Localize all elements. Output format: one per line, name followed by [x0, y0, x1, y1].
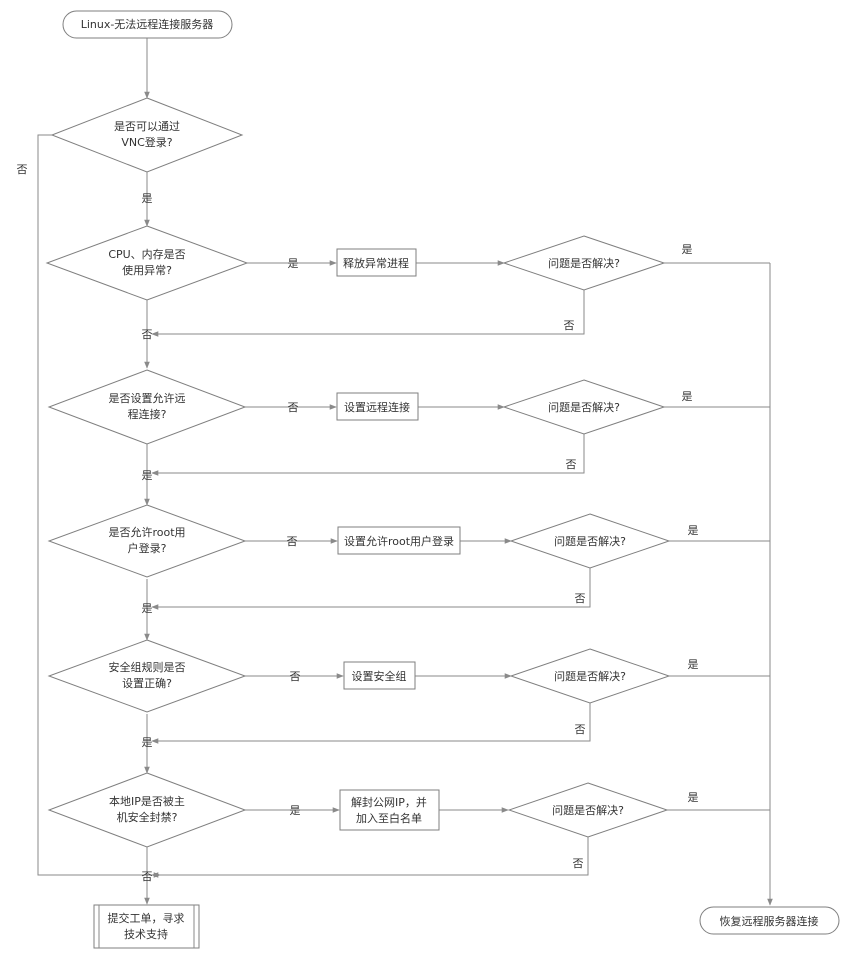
resolved-1-label: 问题是否解决? [548, 256, 620, 270]
action-set-security-group: 设置安全组 [343, 661, 416, 690]
decision-resolved-5: 问题是否解决? [507, 782, 669, 838]
decision-remote-line1: 是否设置允许远 [109, 391, 186, 405]
label-cpu-yes: 是 [288, 257, 299, 270]
decision-vnc: 是否可以通过 VNC登录? [50, 97, 244, 173]
label-ip-yes: 是 [290, 804, 301, 817]
end-label: 恢复远程服务器连接 [720, 914, 819, 928]
label-merge3-yes: 是 [142, 602, 153, 615]
action-set-remote: 设置远程连接 [336, 392, 419, 421]
label-check2-no: 否 [566, 458, 577, 471]
label-check2-yes: 是 [682, 390, 693, 403]
ticket-line1: 提交工单，寻求 [108, 911, 185, 925]
label-remote-no: 否 [288, 401, 299, 414]
action-release-label: 释放异常进程 [343, 256, 409, 270]
action-sg-label: 设置安全组 [352, 669, 407, 683]
action-root-label: 设置允许root用户登录 [344, 534, 454, 548]
resolved-2-label: 问题是否解决? [548, 400, 620, 414]
decision-resolved-2: 问题是否解决? [502, 379, 666, 435]
label-check3-yes: 是 [688, 524, 699, 537]
edge-vnc-no [37, 134, 161, 878]
decision-ip-line2: 机安全封禁? [117, 810, 178, 824]
label-merge1-no: 否 [142, 328, 153, 341]
decision-sg-line1: 安全组规则是否 [109, 660, 186, 674]
decision-resolved-4: 问题是否解决? [509, 648, 671, 704]
label-check1-yes: 是 [682, 243, 693, 256]
label-check5-no: 否 [573, 857, 584, 870]
decision-cpu: CPU、内存是否 使用异常? [45, 225, 249, 301]
action-remote-label: 设置远程连接 [344, 401, 410, 414]
decision-resolved-1: 问题是否解决? [502, 235, 666, 291]
label-merge5-no: 否 [142, 870, 153, 883]
action-ip-line1: 解封公网IP，并 [351, 795, 427, 809]
decision-root: 是否允许root用 户登录? [47, 504, 247, 578]
label-vnc-yes: 是 [142, 192, 153, 205]
resolved-3-label: 问题是否解决? [554, 534, 626, 548]
edge-check2-no [151, 434, 585, 476]
action-release-process: 释放异常进程 [336, 248, 417, 277]
label-check1-no: 否 [564, 319, 575, 332]
edge-check3-no [151, 568, 591, 610]
resolved-5-label: 问题是否解决? [552, 803, 624, 817]
ticket-node: 提交工单，寻求 技术支持 [93, 904, 200, 949]
label-check3-no: 否 [575, 592, 586, 605]
edge-check4-no [151, 703, 591, 744]
end-node: 恢复远程服务器连接 [699, 906, 840, 935]
label-check5-yes: 是 [688, 791, 699, 804]
decision-cpu-line2: 使用异常? [122, 264, 172, 277]
edge-check5-no [151, 837, 589, 878]
decision-sg-line2: 设置正确? [122, 677, 172, 690]
decision-remote: 是否设置允许远 程连接? [47, 369, 247, 445]
resolved-4-label: 问题是否解决? [554, 669, 626, 683]
decision-vnc-line2: VNC登录? [121, 135, 172, 149]
decision-remote-line2: 程连接? [128, 408, 167, 421]
label-sg-no: 否 [290, 670, 301, 683]
start-label: Linux-无法远程连接服务器 [81, 17, 214, 31]
decision-local-ip: 本地IP是否被主 机安全封禁? [47, 772, 247, 848]
decision-ip-line1: 本地IP是否被主 [109, 794, 185, 808]
label-merge4-yes: 是 [142, 736, 153, 749]
action-ip-line2: 加入至白名单 [356, 811, 422, 825]
start-node: Linux-无法远程连接服务器 [62, 10, 233, 39]
label-root-no: 否 [287, 535, 298, 548]
edge-labels: 否 是 是 是 否 否 否 是 否 是 否 是 否 是 否 是 否 是 是 是 … [17, 163, 699, 883]
action-set-root: 设置允许root用户登录 [337, 526, 461, 555]
edges [37, 38, 773, 906]
label-check4-yes: 是 [688, 658, 699, 671]
ticket-line2: 技术支持 [124, 927, 168, 941]
label-merge2-yes: 是 [142, 469, 153, 482]
decision-root-line1: 是否允许root用 [108, 525, 185, 539]
decision-vnc-line1: 是否可以通过 [114, 120, 180, 133]
label-check4-no: 否 [575, 723, 586, 736]
decision-security-group: 安全组规则是否 设置正确? [47, 639, 247, 713]
decision-root-line2: 户登录? [128, 541, 167, 555]
label-vnc-no: 否 [17, 163, 28, 176]
decision-cpu-line1: CPU、内存是否 [108, 247, 185, 261]
action-unblock-ip: 解封公网IP，并 加入至白名单 [339, 789, 440, 831]
decision-resolved-3: 问题是否解决? [509, 513, 671, 569]
edge-check1-no [151, 290, 585, 337]
